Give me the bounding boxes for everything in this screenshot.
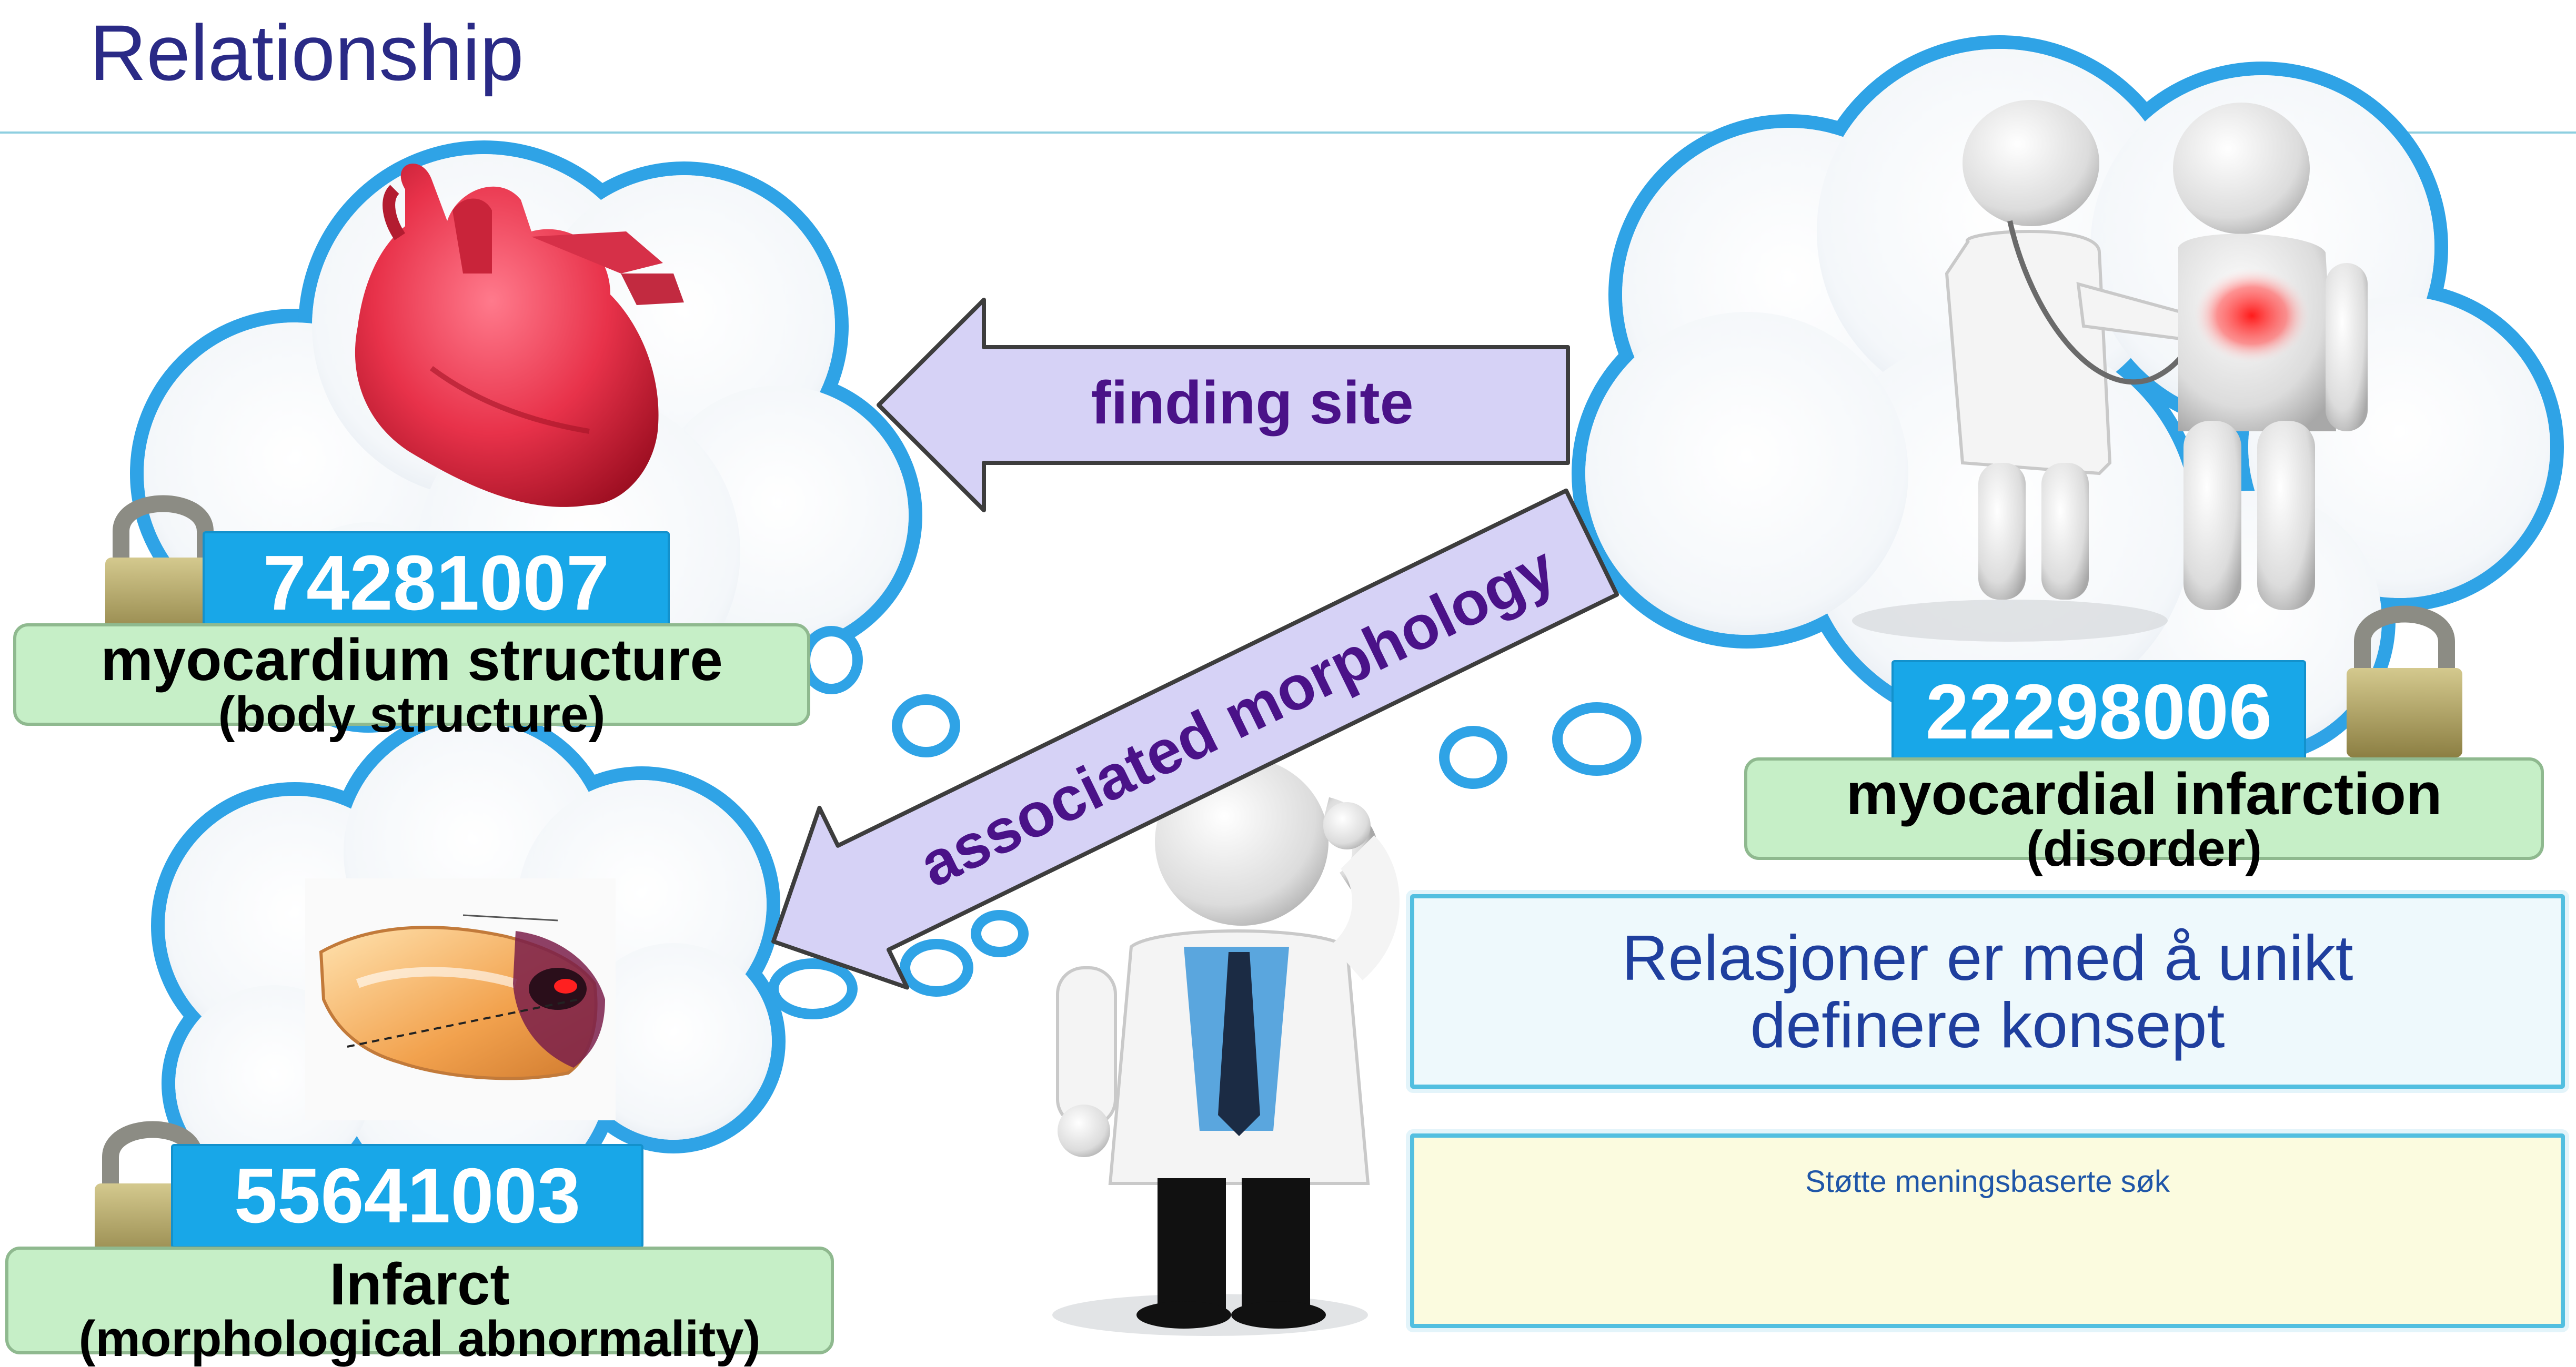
concept-code-morphology: 55641003 [171, 1144, 643, 1248]
concept-type: (morphological abnormality) [78, 1311, 761, 1367]
concept-label-disorder: myocardial infarction (disorder) [1744, 757, 2544, 874]
concept-name: myocardial infarction [1846, 761, 2442, 827]
note-box: Støtte meningsbaserte søk [1410, 1133, 2565, 1328]
concept-code-disorder: 22298006 [1891, 660, 2306, 764]
page-title: Relationship [89, 8, 524, 97]
heart-image [355, 164, 684, 507]
concept-code-body-structure: 74281007 [203, 531, 670, 635]
note-text: Støtte meningsbaserte søk [1805, 1165, 2170, 1199]
thought-bubbles [768, 626, 1642, 1019]
concept-name: myocardium structure [100, 627, 723, 693]
title-divider [0, 131, 2576, 134]
infarct-tissue-image [305, 878, 616, 1120]
concept-label-body-structure: myocardium structure (body structure) [13, 623, 810, 740]
info-box: Relasjoner er med å unikt definere konse… [1410, 894, 2565, 1089]
thinking-doctor-image [1052, 757, 1400, 1336]
concept-name: Infarct [329, 1251, 510, 1317]
finding-site-label: finding site [1091, 369, 1413, 437]
info-text: Relasjoner er med å unikt definere konse… [1622, 922, 2353, 1061]
doctor-patient-image [1852, 100, 2368, 642]
padlock-icon [105, 495, 221, 644]
padlock-icon [2347, 605, 2462, 757]
finding-site-arrow: finding site [877, 298, 1570, 512]
concept-type: (disorder) [2026, 821, 2262, 877]
concept-label-morphology: Infarct (morphological abnormality) [5, 1247, 834, 1364]
concept-type: (body structure) [218, 686, 606, 743]
